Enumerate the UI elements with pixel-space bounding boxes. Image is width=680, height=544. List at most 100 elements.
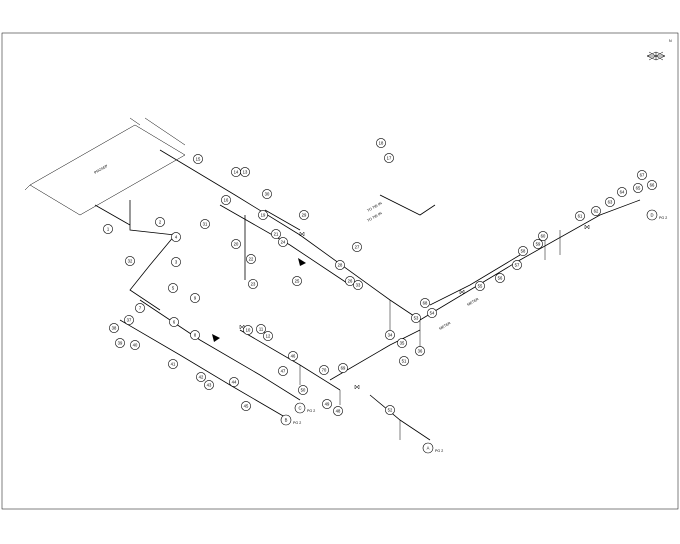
callout-bubble: 35 [397, 338, 407, 348]
callout-bubble: 53 [411, 313, 421, 323]
callout-bubble: 36 [415, 346, 425, 356]
north-arrow-icon: N [646, 39, 672, 61]
callout-number: 20 [234, 242, 239, 247]
callout-bubble: 9 [190, 293, 200, 303]
callout-bubble: 67 [637, 170, 647, 180]
svg-text:PG 2: PG 2 [659, 216, 667, 220]
callout-number: 36 [418, 349, 423, 354]
callout-number: 25 [295, 279, 300, 284]
callout-bubble: 68 [420, 298, 430, 308]
callout-bubble: 3 [171, 257, 181, 267]
callout-number: 30 [265, 192, 270, 197]
callout-bubble: 15 [193, 154, 203, 164]
callout-number: 27 [355, 245, 360, 250]
callout-bubble: 63 [605, 197, 615, 207]
callout-number: 39 [118, 341, 123, 346]
callout-number: 18 [379, 141, 384, 146]
callout-bubble: 21 [271, 229, 281, 239]
callout-number: 29 [302, 213, 307, 218]
callout-bubble: 58 [518, 246, 528, 256]
callout-number: 2 [159, 220, 162, 225]
callout-bubble: 37 [124, 315, 134, 325]
callout-number: 23 [251, 282, 256, 287]
callout-bubble: 33 [353, 280, 363, 290]
callout-bubble: 38 [109, 323, 119, 333]
callout-bubble: 40 [130, 340, 140, 350]
callout-bubble: 50 [298, 385, 308, 395]
callout-bubble: 23 [248, 279, 258, 289]
callout-bubble: 31 [200, 219, 210, 229]
svg-text:PG 2: PG 2 [435, 449, 443, 453]
callout-number: 62 [594, 209, 599, 214]
callout-number: 1 [107, 227, 110, 232]
callout-number: 5 [172, 286, 175, 291]
callout-number: 43 [207, 383, 212, 388]
callout-bubble: 12 [263, 331, 273, 341]
callout-bubble: 69 [338, 363, 348, 373]
callout-number: 45 [244, 404, 249, 409]
svg-text:A: A [427, 446, 430, 451]
callout-number: 64 [620, 190, 625, 195]
callout-bubble: 55 [475, 281, 485, 291]
annotation-tie-in-2: TO TIE-IN [367, 211, 383, 223]
callout-number: 9 [194, 296, 197, 301]
callout-number: 46 [291, 354, 296, 359]
callout-bubble: 60 [538, 231, 548, 241]
callout-bubble: 51 [399, 356, 409, 366]
svg-text:C: C [298, 406, 301, 411]
callout-number: 51 [402, 359, 407, 364]
annotation-meter-1: METER [467, 297, 480, 307]
piping-network [94, 149, 641, 441]
callout-number: 57 [515, 263, 520, 268]
continuation-marker-c: CPG 2 [294, 402, 315, 414]
annotation-meter-2: METER [439, 321, 452, 331]
callout-bubble: 41 [168, 359, 178, 369]
callout-number: 68 [423, 301, 428, 306]
callout-bubble: 42 [196, 372, 206, 382]
north-label: N [669, 39, 672, 43]
callout-number: 56 [498, 276, 503, 281]
callout-number: 49 [325, 402, 330, 407]
callout-number: 66 [650, 183, 655, 188]
callout-bubble: 7 [135, 303, 145, 313]
callout-number: 12 [266, 334, 271, 339]
callout-bubble: 32 [125, 256, 135, 266]
callout-number: 15 [196, 157, 201, 162]
callout-number: 44 [232, 380, 237, 385]
callout-bubble: 56 [495, 273, 505, 283]
callout-bubble: 8 [190, 330, 200, 340]
callout-number: 35 [400, 341, 405, 346]
callout-number: 48 [336, 409, 341, 414]
callout-bubble: 65 [633, 183, 643, 193]
sheet-border [1, 32, 679, 510]
callout-bubble: 24 [278, 237, 288, 247]
callout-number: 53 [414, 316, 419, 321]
callout-number: 58 [521, 249, 526, 254]
callout-number: 4 [175, 235, 178, 240]
callout-number: 34 [388, 333, 393, 338]
callout-bubble: 4 [171, 232, 181, 242]
callout-bubble: 64 [617, 187, 627, 197]
callout-number: 37 [127, 318, 132, 323]
callout-bubble: 70 [319, 365, 329, 375]
callout-number: 59 [536, 242, 541, 247]
callout-bubble: 61 [575, 211, 585, 221]
callout-number: 11 [259, 327, 264, 332]
callout-number: 26 [348, 279, 353, 284]
callout-bubble: 16 [221, 195, 231, 205]
callout-bubble: 6 [169, 317, 179, 327]
callout-number: 33 [356, 283, 361, 288]
callout-number: 21 [274, 232, 279, 237]
callout-number: 24 [281, 240, 286, 245]
annotation-tie-in-1: TO TIE-IN [367, 201, 383, 213]
callout-bubble: 29 [299, 210, 309, 220]
callout-bubble: 19 [258, 210, 268, 220]
callout-number: 47 [281, 369, 286, 374]
callout-bubble: 2 [155, 217, 165, 227]
callout-number: 65 [636, 186, 641, 191]
continuation-marker-b: BPG 2 [280, 414, 301, 426]
callout-number: 31 [203, 222, 208, 227]
callout-number: 6 [173, 320, 176, 325]
